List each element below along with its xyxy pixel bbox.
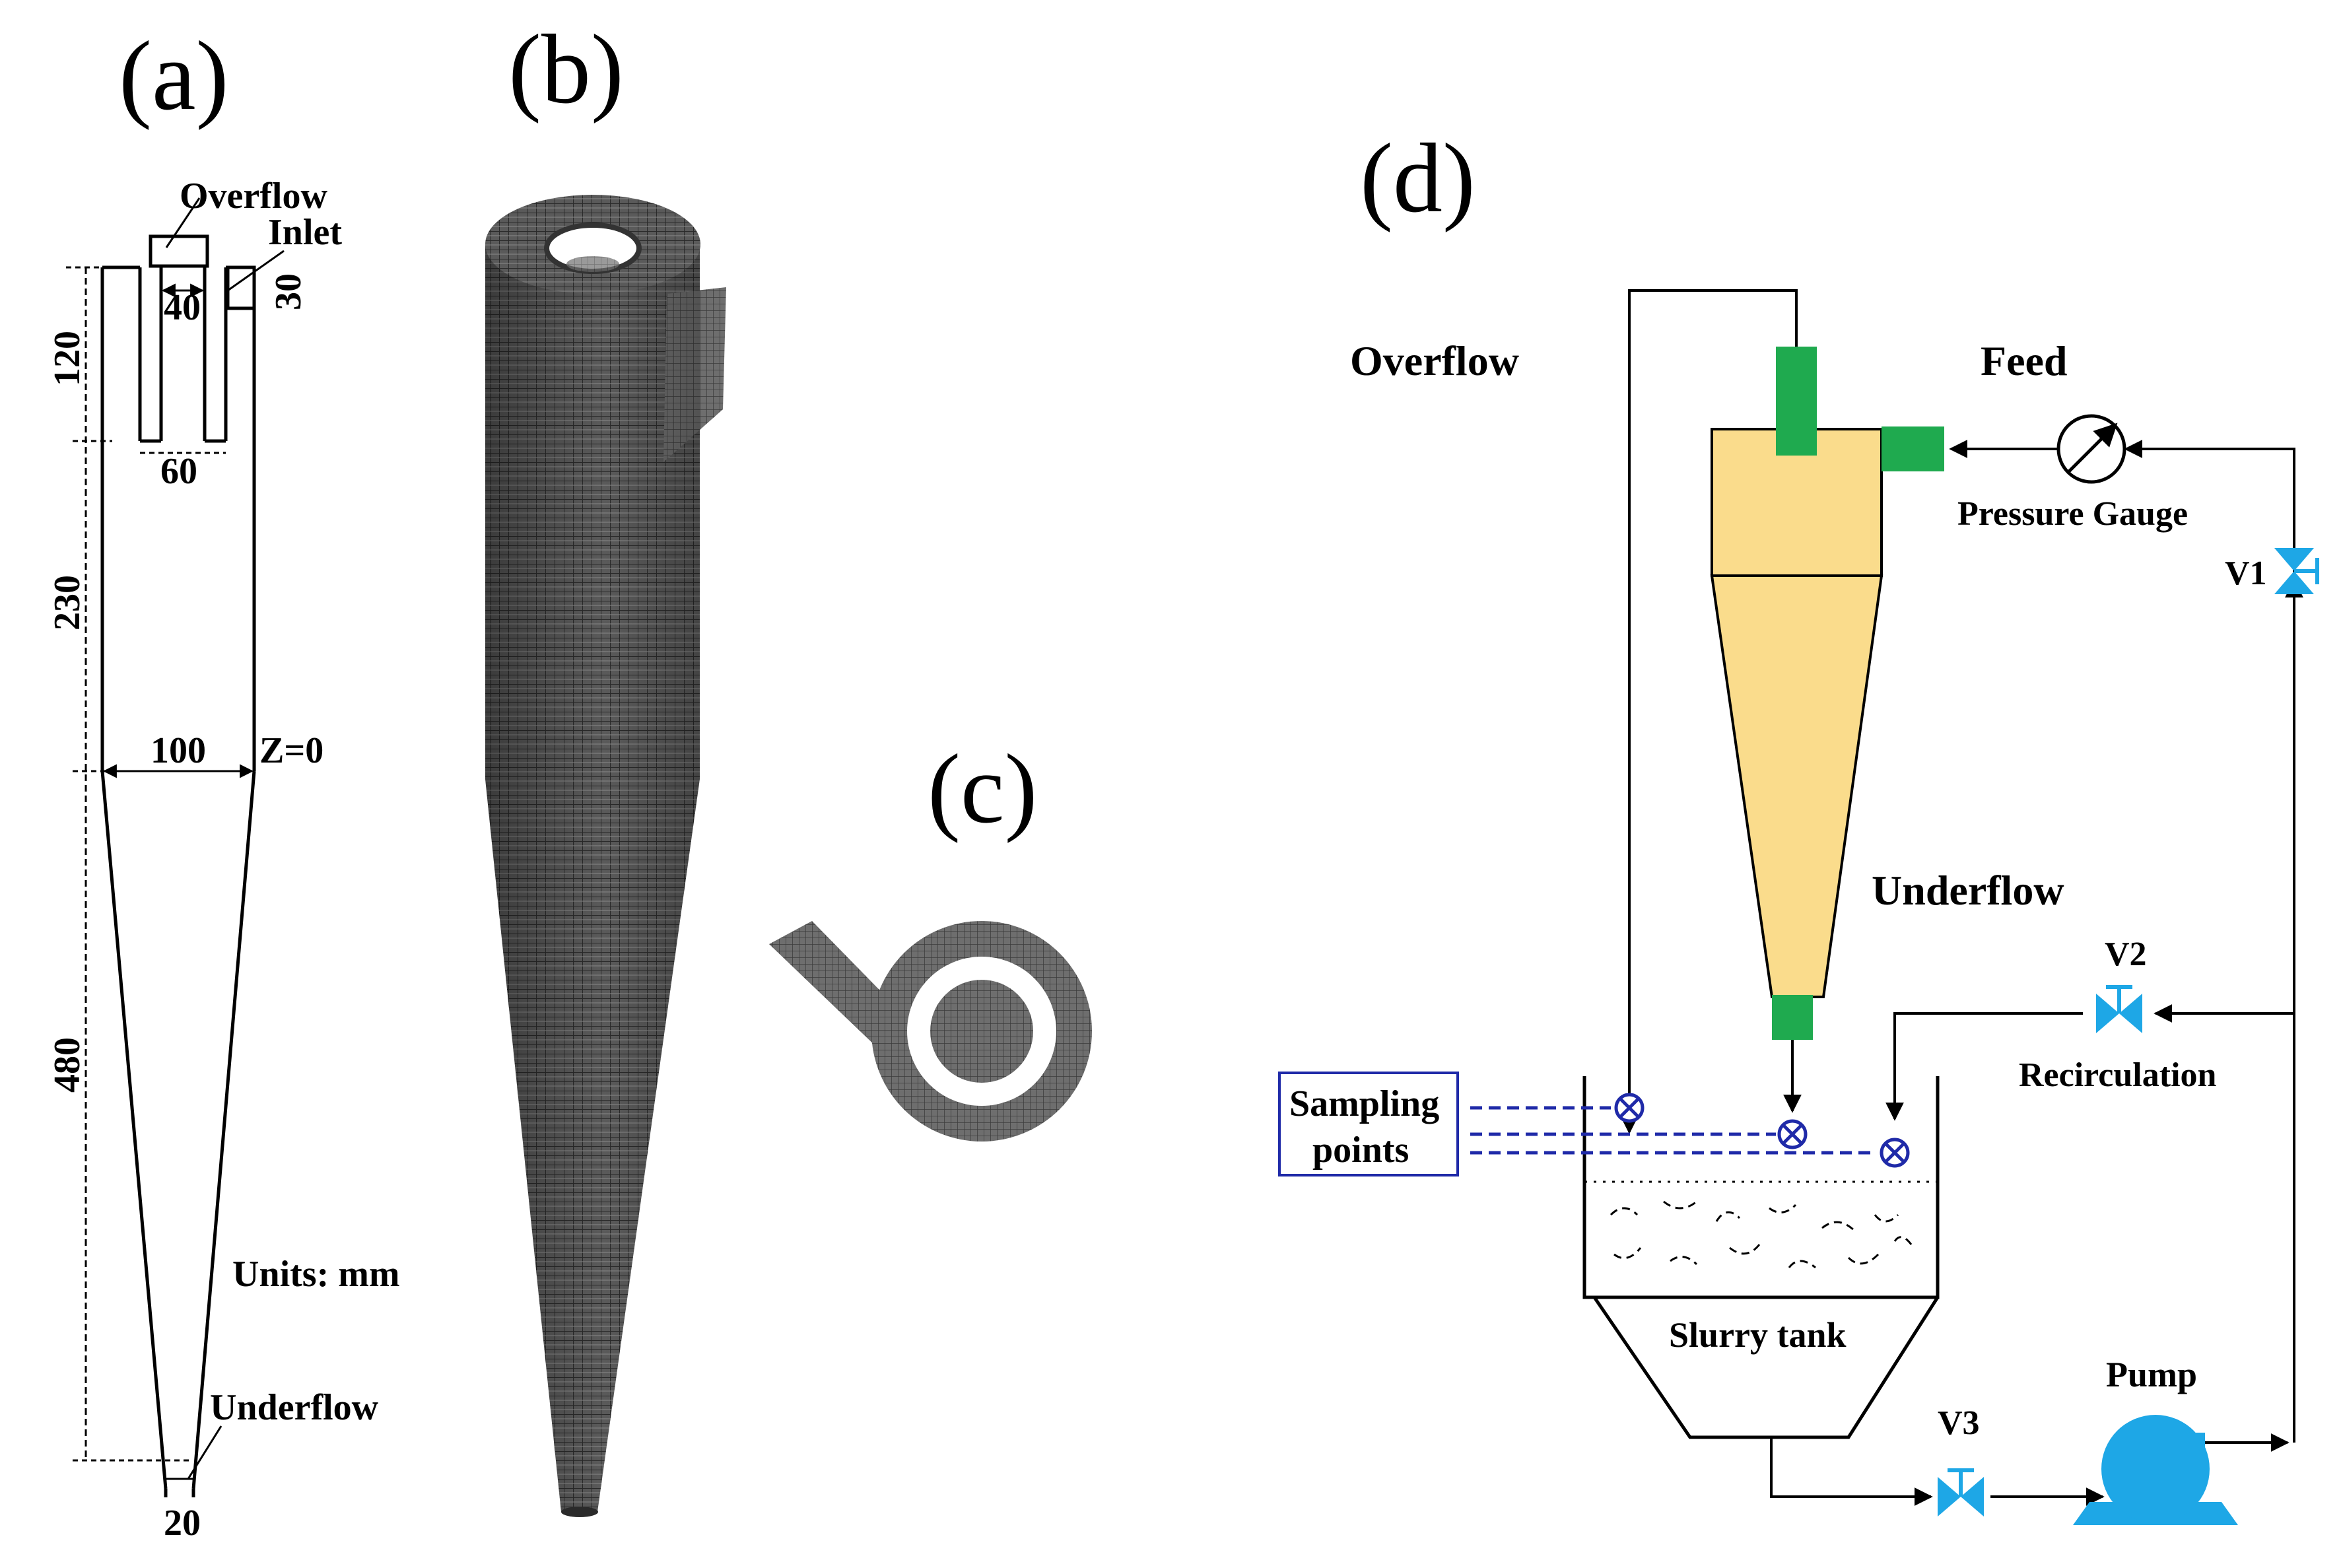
z0-label: Z=0 [259, 730, 323, 771]
pump-label: Pump [2106, 1355, 2197, 1394]
mesh-cross-section [769, 921, 1092, 1142]
feed-label: Feed [1981, 337, 2068, 384]
underflow-fitting [1772, 995, 1813, 1040]
recirculation-label: Recirculation [2019, 1056, 2217, 1094]
panel-d: (d) [1278, 123, 2319, 1525]
overflow-label-d: Overflow [1350, 337, 1519, 384]
dim-cylinder-length: 230 [47, 575, 88, 631]
valve-v2-label: V2 [2105, 936, 2147, 973]
underflow-label-d: Underflow [1872, 867, 2064, 914]
dim-overflow-diameter: 40 [164, 287, 201, 328]
dimension-lines [66, 197, 285, 1480]
valve-v1-label: V1 [2225, 555, 2267, 592]
panel-d-letter: (d) [1360, 123, 1476, 233]
pipe-lines [1620, 289, 2303, 1506]
dim-vortex-finder-od: 60 [160, 451, 197, 492]
valve-v1-icon [2274, 548, 2319, 594]
panel-a-letter: (a) [119, 21, 228, 131]
dim-vortex-finder-length: 120 [47, 331, 88, 386]
mesh-3d-model [485, 195, 726, 1517]
hydrocyclone-outline [100, 234, 256, 1497]
panel-d-labels: Overflow Feed Pressure Gauge V1 Underflo… [1289, 337, 2267, 1442]
sampling-points [1278, 1072, 1910, 1176]
pressure-gauge-icon [2056, 414, 2126, 484]
feed-fitting [1882, 426, 1944, 471]
overflow-label-a: Overflow [180, 176, 327, 217]
valve-v2-icon [2096, 985, 2142, 1033]
panel-c: (c) [769, 734, 1092, 1142]
valve-v3-icon [1938, 1468, 1984, 1517]
dim-cylinder-diameter: 100 [151, 730, 206, 771]
sampling-label-line2: points [1312, 1130, 1409, 1171]
panel-b: (b) [485, 15, 726, 1517]
panel-a: (a) [47, 21, 400, 1544]
units-label: Units: mm [232, 1254, 400, 1295]
pump-icon [2073, 1415, 2238, 1525]
panel-c-letter: (c) [928, 734, 1037, 844]
sampling-label-line1: Sampling [1289, 1083, 1439, 1124]
valve-v3-label: V3 [1938, 1404, 1980, 1442]
dim-inlet-height: 30 [268, 273, 309, 310]
dim-cone-length: 480 [47, 1037, 88, 1093]
overflow-fitting [1776, 347, 1817, 456]
slurry-tank-label: Slurry tank [1669, 1315, 1847, 1355]
panel-b-letter: (b) [508, 15, 624, 124]
hydrocyclone-schematic [1710, 347, 1944, 1040]
pressure-gauge-label: Pressure Gauge [1957, 495, 2188, 533]
inlet-label-a: Inlet [268, 212, 342, 253]
panel-a-labels: Overflow Inlet 40 30 120 60 230 100 Z=0 … [47, 176, 400, 1544]
slurry-tank [1582, 1076, 1940, 1439]
underflow-label-a: Underflow [210, 1387, 379, 1428]
dim-underflow-diameter: 20 [164, 1503, 201, 1544]
sampling-points-box [1278, 1072, 1459, 1176]
